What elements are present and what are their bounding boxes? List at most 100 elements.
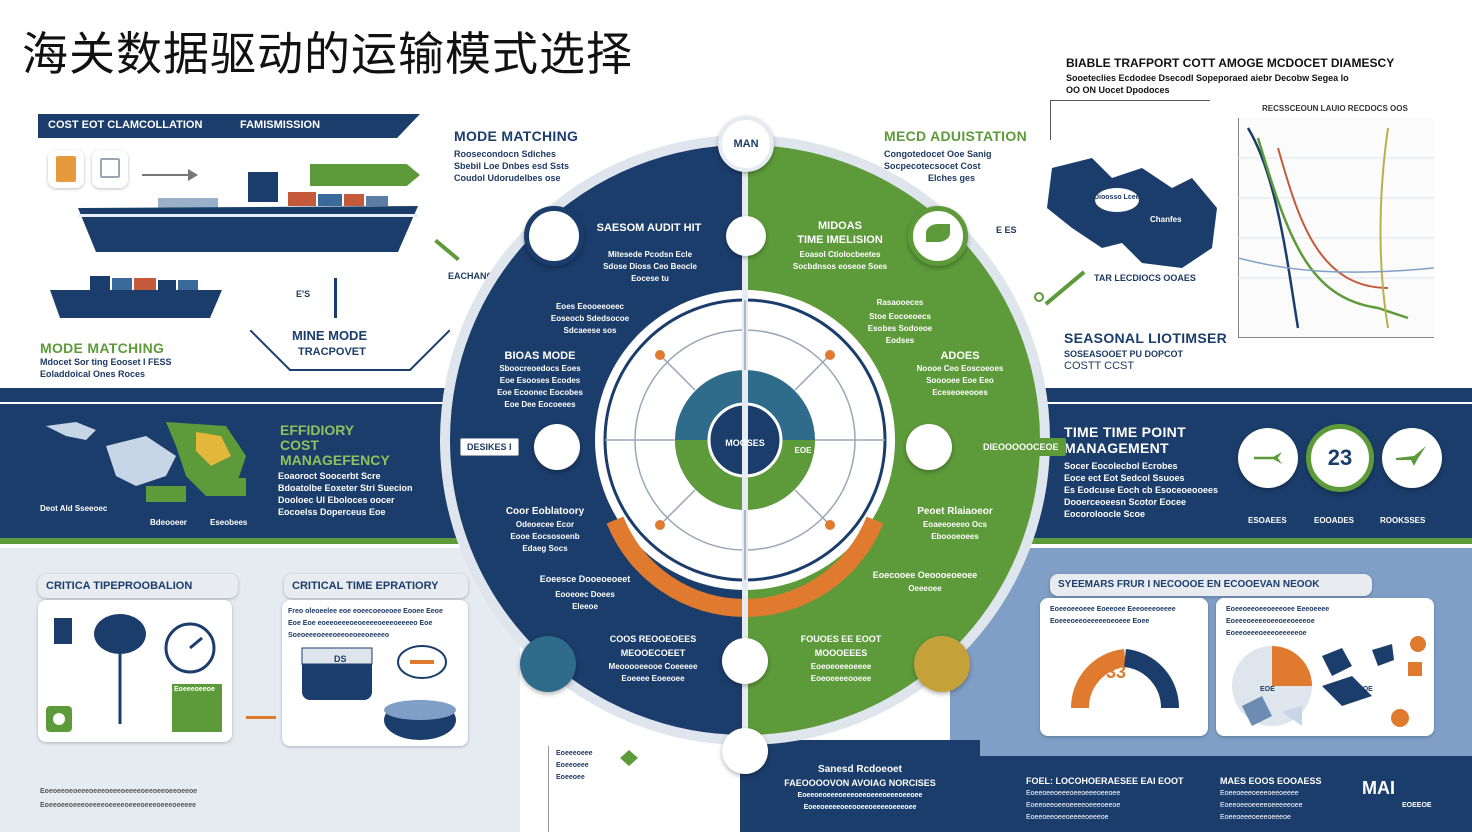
time-point-heading-1: TIME TIME POINT [1064, 424, 1186, 440]
v-connector-line [250, 330, 450, 371]
ring-node-bottom-right[interactable] [914, 636, 970, 692]
foot-2-line-3: Eoeeoeeeoeeeoeeeoe [1220, 814, 1291, 821]
segment-tl-line-1: Mitesede Pcodsn Ecle [607, 250, 693, 259]
network-center-label: EOE [1260, 686, 1275, 693]
ring-node-top-right[interactable] [908, 206, 968, 266]
foot-left-title: COOS REOOEOEES [609, 634, 697, 644]
bracket-line [1050, 100, 1210, 140]
ring-node-bottom-2[interactable] [722, 728, 768, 774]
mr2-title: ADOES [940, 350, 980, 362]
lower-left-line-1: Odeoecee Ecor [515, 520, 575, 529]
bottom-center-sub: FAEOOOOVON AVOIAG NORCISES [784, 778, 936, 788]
network-illustration [1232, 636, 1426, 727]
mode-matching-line-1: Roosecondocn Sdiches [454, 149, 557, 159]
green-dot [1034, 292, 1044, 302]
container-ship-small-icon [50, 276, 222, 318]
bottom-left-line-2: Eleeoe [572, 602, 598, 611]
bottom-right-line-1: Oeeeoee [908, 584, 942, 593]
time-badge-center: 23 [1306, 424, 1374, 492]
seasonal-line-1: SOSEASOOET PU DOPCOT [1064, 349, 1184, 359]
right-top-heading: BIABLE TRAFPORT COTT AMOGE MCDOCET DIAME… [1066, 56, 1395, 70]
ring-node-right[interactable] [906, 424, 952, 470]
efficiency-line-2: Bdoatolbe Eoxeter Stri Suecion [278, 483, 413, 493]
left-pill: DESIKES I [460, 438, 519, 456]
tab-critical-1[interactable] [38, 574, 238, 598]
segment-tr-title-2: TIME IMELISION [797, 234, 883, 246]
line-chart-title: RECSSCEOUN LAUIO RECDOCS OOS [1262, 104, 1408, 113]
foot-left-sub: MEOOECOEET [620, 648, 686, 658]
ring-node-bottom[interactable] [722, 638, 768, 684]
world-map-label-2: Bdeooeer [150, 518, 187, 527]
bottom-left-foot-2: Eoeeoeeoeeeoeeeeoeeeeoeeeoeeeoeeeoeeeee [40, 802, 197, 809]
tab-critical-2[interactable] [284, 574, 468, 598]
foot-1-line-2: Eoeeoeeoeeoeeeeoeeeoeeoe [1026, 802, 1121, 809]
segment-tr-line-2: Socbdnsos eoseoe Soes [792, 262, 888, 271]
ml-title: BIOAS MODE [504, 350, 576, 362]
analysis-card-1-line-2: Eoeeeoeeoeeeeeoeoeee Eoee [1050, 618, 1150, 625]
mode-adjust-tag: E ES [996, 225, 1017, 235]
foot-1-line-1: Eoeeoeeoeeeoeeoeeeoeeoee [1026, 790, 1121, 797]
lower-left-line-3: Edaeg Socs [522, 544, 568, 553]
ring-node-top-mid[interactable] [726, 216, 766, 256]
line-chart-frame [1238, 118, 1434, 338]
bottom-center-line-3: Eoeeoee [556, 774, 585, 781]
ring-node-top-left[interactable] [524, 206, 584, 266]
cost-banner-label-2: FAMISMISSION [240, 119, 321, 131]
ring-hub-top[interactable]: MAN [718, 116, 774, 172]
bottom-center-line-5: Eoeeoeeeeoeeooeeoeeeeoeeeoee [803, 804, 917, 811]
bottom-center-foot-bg [740, 740, 980, 832]
mr-line-1: Stoe Eocoeoecs [869, 312, 931, 321]
bottom-center-line-4: Eoeeoeoeeeoeeeoeeoeeeoeeeoeeoee [797, 792, 923, 799]
efficiency-line-3: Dooloec UI Eboloces oocer [278, 495, 395, 505]
efficiency-heading-1: EFFIDIORY [280, 422, 355, 438]
cost-banner-label: COST EOT CLAMCOLLATION [48, 119, 203, 131]
mr-line-3: Eodses [885, 336, 915, 345]
mode-matching-line-3: Coudol Udorudelbes ose [454, 173, 561, 183]
mode-adjust-line-3: Elches ges [928, 173, 976, 183]
mr2-line-2: Sooooee Eoe Eeo [926, 376, 994, 385]
analysis-card-2-line-1: Eoeeoeeoeeoeeeoee Eeeoeeee [1226, 606, 1330, 613]
arrow-right-head [188, 169, 198, 181]
ml-line-2: Eoe Esooses Ecodes [499, 376, 581, 385]
green-card-label: Eoeeeoeeoe [174, 686, 215, 693]
world-map-label-3: Eseobees [210, 518, 248, 527]
time-point-line-3: Es Eodcuse Eoch cb Esoceoeooees [1064, 485, 1219, 495]
ring-node-left[interactable] [534, 424, 580, 470]
container-ship-large-icon [78, 172, 418, 252]
bottom-center-green-icon [620, 750, 638, 766]
lower-right-line-2: Eboooeoees [931, 532, 979, 541]
mr-line-2: Esobes Sodoeoe [867, 324, 933, 333]
lower-right-line-1: Eoaeeoeeeo Ocs [922, 520, 988, 529]
cost-banner [38, 114, 420, 138]
double-arrow-vertical-icon [334, 278, 337, 318]
tanks-illustration [301, 645, 456, 740]
tag-es: E'S [296, 289, 311, 299]
arrow-right-icon [142, 174, 192, 176]
foot-right-sub: MOOOEEES [814, 648, 868, 658]
cloud-clock-illustration [46, 614, 222, 732]
analysis-card-2-line-3: Eoeeoeeeoeeeoeeeeeoe [1226, 630, 1307, 637]
ml2-line-2: Eoseocb Sdedsocoe [550, 314, 630, 323]
mode-matching-left-desc-2: Eoladdoical Ones Roces [40, 369, 146, 379]
ml-line-1: Sboocreoedocs Eoes [499, 364, 581, 373]
ring-node-bottom-left[interactable] [520, 636, 576, 692]
bottom-left-foot-1: Eoeoeeoeoeeeoeeeoeeeoeeeeoeeoeeoeeoeeoe [40, 788, 198, 795]
mr2-line-3: Eceseoeeooes [932, 388, 988, 397]
mine-mode-label: MINE MODE [292, 328, 368, 343]
segment-tr-title: MIDOAS [818, 220, 862, 232]
bottom-left-line-1: Eooeoec Doees [555, 590, 615, 599]
foot-1-line-3: Eoeeoeeoeeoeeeeoeeeoe [1026, 814, 1109, 821]
right-pill: DIEOOOOOCEOE [976, 438, 1066, 456]
critical-panel-2-line-1: Freo oleoeelee eoe eoeecoeoeoee Eooee Ee… [288, 608, 443, 615]
map-footer-label: TAR LECDIOCS OOAES [1094, 273, 1196, 283]
bottom-center-line-1: Eoeeeoeee [556, 750, 593, 757]
green-arrow-banner [310, 164, 420, 186]
efficiency-line-4: Eocoelss Doperceus Eoe [278, 507, 386, 517]
customs-logo-sub: EOEEOE [1402, 802, 1432, 809]
bottom-right-foot-bg [960, 756, 1472, 832]
can-label: DDEE [326, 726, 352, 736]
segment-tr-line-1: Eoasol Ctiolocbeetes [799, 250, 881, 259]
donut-chart [1070, 649, 1180, 709]
ml2-line-3: Sdcaeese sos [563, 326, 617, 335]
donut-value: 33 [1106, 662, 1127, 682]
